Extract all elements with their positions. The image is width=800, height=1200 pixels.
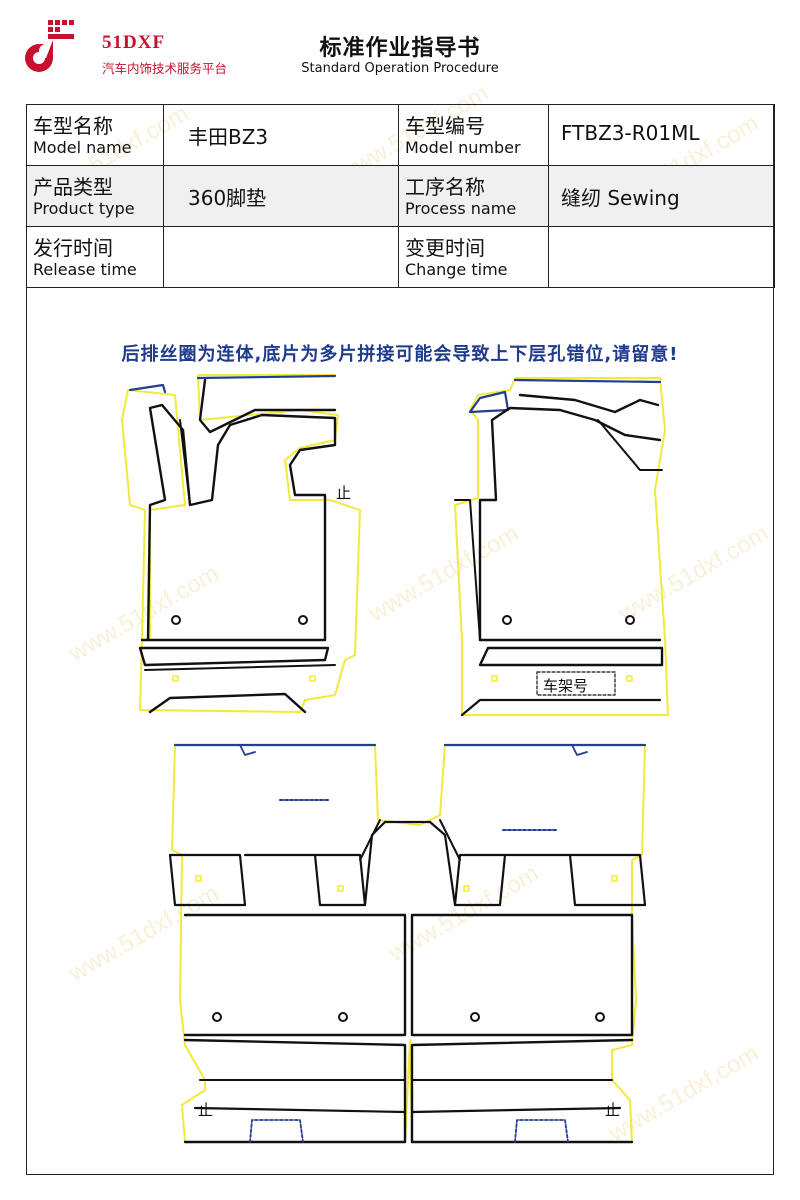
brand-tagline: 汽车内饰技术服务平台 [102, 61, 228, 76]
document-title: 标准作业指导书 [319, 36, 481, 61]
change-time-label-en: Change time [405, 260, 508, 279]
model-number-label-zh: 车型编号 [405, 114, 485, 138]
sewing-notice: 后排丝圈为连体,底片为多片拼接可能会导致上下层孔错位,请留意! [121, 344, 679, 365]
model-number-value: FTBZ3-R01ML [561, 121, 700, 145]
change-time-label-cell: 变更时间 Change time [398, 226, 549, 288]
release-time-label-zh: 发行时间 [33, 236, 113, 260]
driver-front-mat: 止 [121, 374, 361, 714]
page-header: 51DXF 汽车内饰技术服务平台 标准作业指导书 Standard Operat… [0, 0, 800, 104]
stop-mark: 止 [605, 1101, 620, 1119]
product-type-label-zh: 产品类型 [33, 175, 113, 199]
product-type-label-en: Product type [33, 199, 135, 218]
frame-number-label: 车架号 [543, 677, 588, 695]
change-time-value-cell [548, 226, 775, 288]
info-row: 产品类型 Product type 360脚垫 工序名称 Process nam… [26, 165, 775, 227]
brand-mark-icon [25, 20, 74, 72]
process-name-value: 缝纫 Sewing [561, 186, 680, 210]
release-time-value-cell [163, 226, 399, 288]
process-name-value-cell: 缝纫 Sewing [548, 165, 775, 227]
model-name-value: 丰田BZ3 [188, 125, 269, 149]
content-frame [26, 104, 774, 1175]
process-name-label-cell: 工序名称 Process name [398, 165, 549, 227]
release-time-label-cell: 发行时间 Release time [26, 226, 164, 288]
brand-name: 51DXF [102, 32, 166, 53]
product-type-value: 360脚垫 [188, 186, 267, 210]
change-time-label-zh: 变更时间 [405, 236, 485, 260]
product-type-value-cell: 360脚垫 [163, 165, 399, 227]
rear-mat-set: 止 止 [168, 743, 647, 1144]
process-name-label-en: Process name [405, 199, 517, 218]
passenger-front-mat: 车架号 [454, 377, 669, 717]
document-subtitle: Standard Operation Procedure [301, 61, 499, 76]
model-name-label-zh: 车型名称 [33, 114, 113, 138]
release-time-label-en: Release time [33, 260, 137, 279]
stop-mark: 止 [198, 1101, 213, 1119]
stop-mark: 止 [336, 484, 351, 502]
brand-logo: 51DXF 汽车内饰技术服务平台 [22, 18, 252, 80]
info-table: 车型名称 Model name 丰田BZ3 车型编号 Model number … [26, 104, 775, 288]
info-row: 车型名称 Model name 丰田BZ3 车型编号 Model number … [26, 104, 775, 166]
info-row: 发行时间 Release time 变更时间 Change time [26, 226, 775, 288]
model-number-label-en: Model number [405, 138, 521, 157]
model-number-value-cell: FTBZ3-R01ML [548, 104, 775, 166]
process-name-label-zh: 工序名称 [405, 175, 485, 199]
model-name-label-en: Model name [33, 138, 132, 157]
